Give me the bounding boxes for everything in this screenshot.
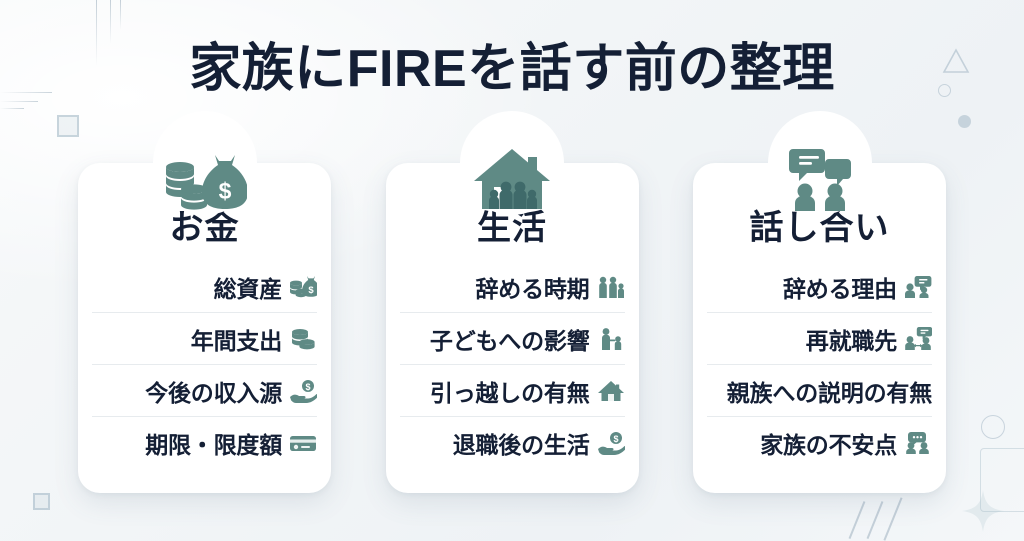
card-money-title: お金	[169, 209, 240, 247]
svg-text:$: $	[613, 434, 618, 444]
card-life-rows: 辞める時期 子どもへの影響	[386, 261, 639, 468]
list-item-label: 家族の不安点	[760, 431, 897, 458]
list-item[interactable]: 今後の収入源 $	[92, 365, 317, 417]
page-title: 家族にFIREを話す前の整理	[189, 40, 835, 98]
list-item-label: 引っ越しの有無	[429, 379, 590, 406]
list-item[interactable]: 年間支出	[92, 313, 317, 365]
list-item-label: 辞める理由	[782, 275, 897, 302]
list-item-label: 今後の収入源	[145, 379, 282, 406]
people-exchange-icon	[904, 325, 932, 353]
card-discussion-badge	[767, 111, 872, 215]
card-life-title: 生活	[477, 209, 547, 247]
hand-holding-coin-icon: $	[597, 429, 625, 457]
list-item-label: 年間支出	[190, 327, 282, 354]
decor-slash-3	[883, 497, 903, 541]
hand-holding-coin-icon: $	[289, 377, 317, 405]
svg-text:$: $	[305, 382, 310, 392]
list-item-label: 親族への説明の有無	[726, 379, 932, 406]
decor-slash-2	[866, 501, 883, 539]
decor-sparkle-bottom-right	[962, 490, 1004, 532]
list-item[interactable]: 退職後の生活 $	[400, 417, 625, 468]
credit-card-icon	[289, 429, 317, 457]
list-item[interactable]: 子どもへの影響	[399, 313, 625, 365]
card-money-rows: 総資産 $ 年間支出	[78, 261, 331, 468]
card-discussion-rows: 辞める理由 再就職先	[693, 261, 946, 468]
people-speech-icon	[904, 273, 932, 301]
list-item[interactable]: 辞める時期	[399, 261, 625, 313]
decor-circle-bottom-right	[981, 415, 1005, 439]
money-bag-coins-icon: $	[165, 155, 247, 210]
card-life-badge	[460, 111, 564, 215]
list-item[interactable]: 期限・限度額	[92, 417, 317, 468]
list-item[interactable]: 親族への説明の有無	[707, 365, 932, 417]
coins-money-bag-icon: $	[289, 273, 317, 301]
card-money[interactable]: $ お金 総資産 $	[78, 111, 331, 493]
list-item[interactable]: 引っ越しの有無	[399, 365, 625, 417]
list-item-label: 総資産	[213, 275, 283, 302]
svg-text:$: $	[308, 285, 314, 296]
decor-square-left	[57, 115, 79, 137]
card-life[interactable]: 生活 辞める時期	[385, 111, 639, 493]
decor-hline-2	[0, 101, 38, 102]
house-family-icon	[474, 149, 550, 209]
decor-dot-right	[958, 115, 971, 128]
list-item-label: 退職後の生活	[452, 431, 590, 458]
list-item-label: 辞める時期	[475, 275, 590, 302]
decor-rrect-bottom-right	[980, 448, 1024, 512]
list-item[interactable]: 再就職先	[707, 313, 932, 365]
decor-square-bottom-left	[33, 493, 50, 510]
two-people-speech-bubbles-icon	[788, 149, 851, 211]
people-chat-icon	[904, 429, 932, 457]
card-money-badge: $	[152, 111, 257, 215]
decor-slash-1	[848, 501, 865, 539]
decor-hline-3	[0, 108, 24, 109]
list-item[interactable]: 家族の不安点	[707, 417, 932, 468]
card-row: $ お金 総資産 $	[78, 111, 946, 495]
list-item[interactable]: 辞める理由	[707, 261, 932, 313]
house-icon	[597, 377, 625, 405]
card-discussion[interactable]: 話し合い 辞める理由	[693, 111, 946, 493]
list-item-label: 再就職先	[805, 327, 897, 354]
svg-text:$: $	[218, 178, 231, 204]
list-item-label: 子どもへの影響	[429, 327, 590, 354]
parent-child-icon	[597, 325, 625, 353]
coin-stacks-icon	[289, 325, 317, 353]
card-discussion-title: 話し合い	[749, 209, 890, 247]
list-item[interactable]: 総資産 $	[92, 261, 317, 313]
list-item-label: 期限・限度額	[145, 431, 282, 458]
family-group-icon	[597, 273, 625, 301]
